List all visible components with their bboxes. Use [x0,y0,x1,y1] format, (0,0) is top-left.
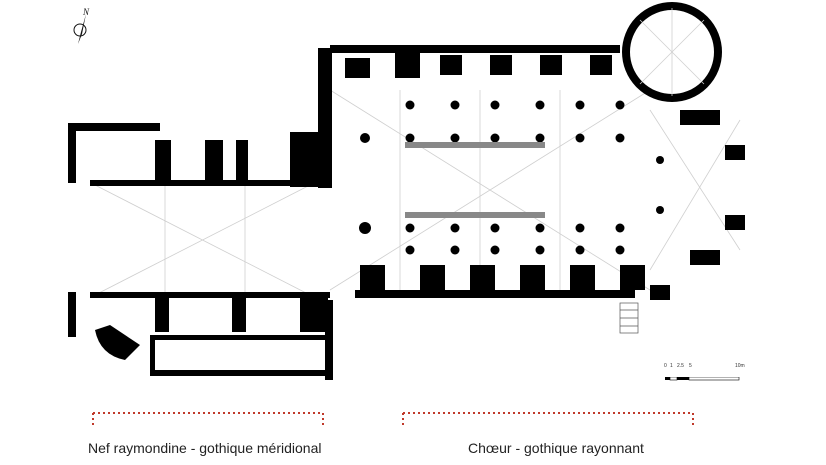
north-arrow-icon [73,14,87,44]
nave-walls [68,48,333,380]
nave-caption: Nef raymondine - gothique méridional [88,440,322,456]
choir-walls [330,45,745,300]
choir-bracket [402,412,694,425]
scale-bar [665,370,745,381]
stair-annex [619,302,639,334]
apse-chapel [622,2,722,102]
scale-tick-2: 2.5 [677,363,684,369]
choir-stalls [405,142,545,218]
scale-tick-1: 1 [670,363,673,369]
choir-piers [359,100,664,255]
choir-caption: Chœur - gothique rayonnant [468,440,644,456]
nave-bracket [92,412,324,425]
scale-tick-0: 0 [664,363,667,369]
scale-tick-4: 10m [735,363,745,369]
vault-lines [94,89,741,296]
north-arrow [72,10,94,44]
north-label: N [83,7,90,17]
scale-tick-3: 5 [689,363,692,369]
